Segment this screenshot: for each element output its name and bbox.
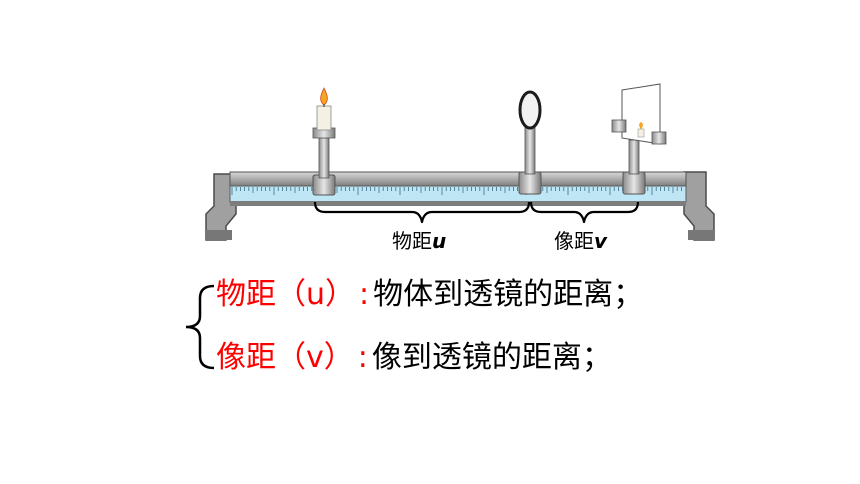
term-object-distance: 物距（u） <box>216 277 356 312</box>
definition-image-distance: 像距（v）:像到透镜的距离； <box>216 338 612 378</box>
candle-icon <box>312 87 336 196</box>
object-distance-brace <box>313 201 531 224</box>
desc-image-distance: 像到透镜的距离； <box>371 340 612 375</box>
object-distance-label: 物距u <box>392 229 446 253</box>
bench-rail <box>229 171 687 206</box>
definition-object-distance: 物距（u）:物体到透镜的距离； <box>216 275 643 315</box>
bench-right-leg <box>683 171 715 241</box>
screen-icon <box>611 83 667 195</box>
colon: : <box>357 340 368 375</box>
term-image-distance: 像距（v） <box>216 340 354 375</box>
colon: : <box>359 277 370 312</box>
lens-icon <box>518 90 542 195</box>
desc-object-distance: 物体到透镜的距离； <box>373 277 644 312</box>
image-distance-label: 像距v <box>554 229 608 253</box>
brace-icon <box>185 284 215 370</box>
image-distance-brace <box>529 201 640 224</box>
